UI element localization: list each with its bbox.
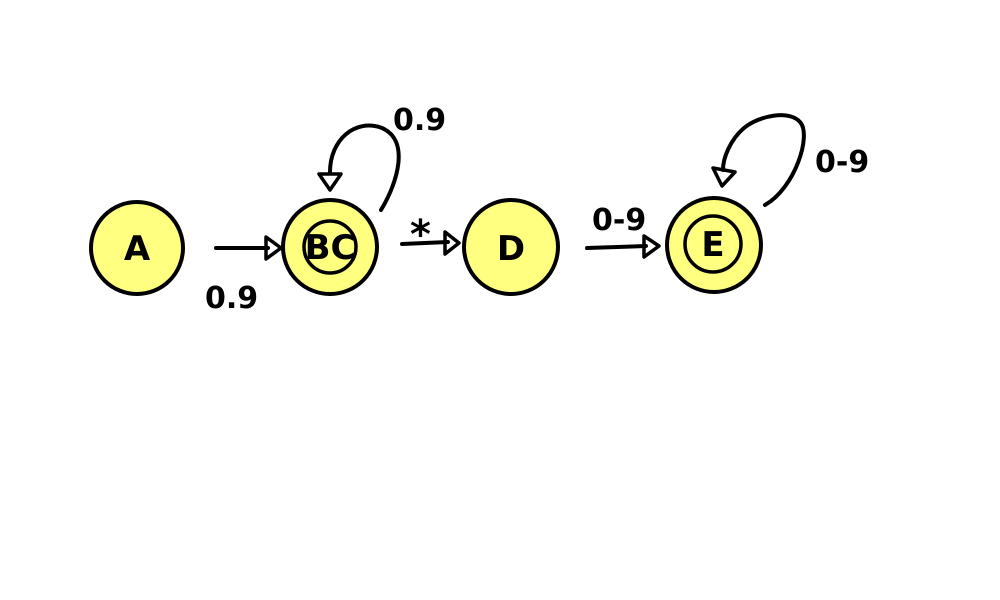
state-e-accept-ring [683, 214, 743, 274]
transition-d-e-line [585, 244, 648, 250]
transition-a-bc[interactable]: 0.9 [205, 235, 283, 316]
transition-bc-loop-label: 0.9 [393, 103, 446, 138]
transition-bc-d-label: * [410, 212, 431, 258]
transition-bc-loop-curve [328, 123, 401, 212]
transition-a-bc-label: 0.9 [205, 281, 258, 316]
state-d-label: D [497, 229, 525, 269]
state-d-circle [462, 198, 560, 296]
state-e[interactable]: E [665, 196, 763, 294]
transition-d-e-label: 0-9 [592, 203, 646, 238]
state-e-label: E [701, 225, 724, 265]
state-a[interactable]: A [89, 200, 185, 296]
state-bc-accept-ring [302, 219, 358, 275]
transition-d-e-arrowhead [642, 234, 661, 259]
transition-bc-d-line [400, 240, 450, 246]
transition-d-e[interactable]: 0-9 [585, 203, 661, 259]
state-d[interactable]: D [462, 198, 560, 296]
state-bc-label: BC [305, 228, 356, 268]
state-bc-circle [281, 198, 379, 296]
state-e-circle [665, 196, 763, 294]
state-a-label: A [124, 229, 151, 269]
transition-bc-d[interactable]: * [400, 212, 461, 258]
transition-bc-d-arrowhead [443, 230, 461, 256]
transition-bc-loop-arrowhead [317, 172, 343, 192]
transition-e-loop-curve [721, 113, 806, 207]
state-a-circle [89, 200, 185, 296]
transition-e-self-loop[interactable]: 0-9 [711, 113, 869, 207]
transition-a-bc-arrowhead [264, 235, 283, 261]
transition-e-loop-arrowhead [711, 166, 737, 188]
transition-e-loop-label: 0-9 [815, 145, 869, 180]
transition-bc-self-loop[interactable]: 0.9 [317, 103, 446, 212]
state-bc[interactable]: BC [281, 198, 379, 296]
